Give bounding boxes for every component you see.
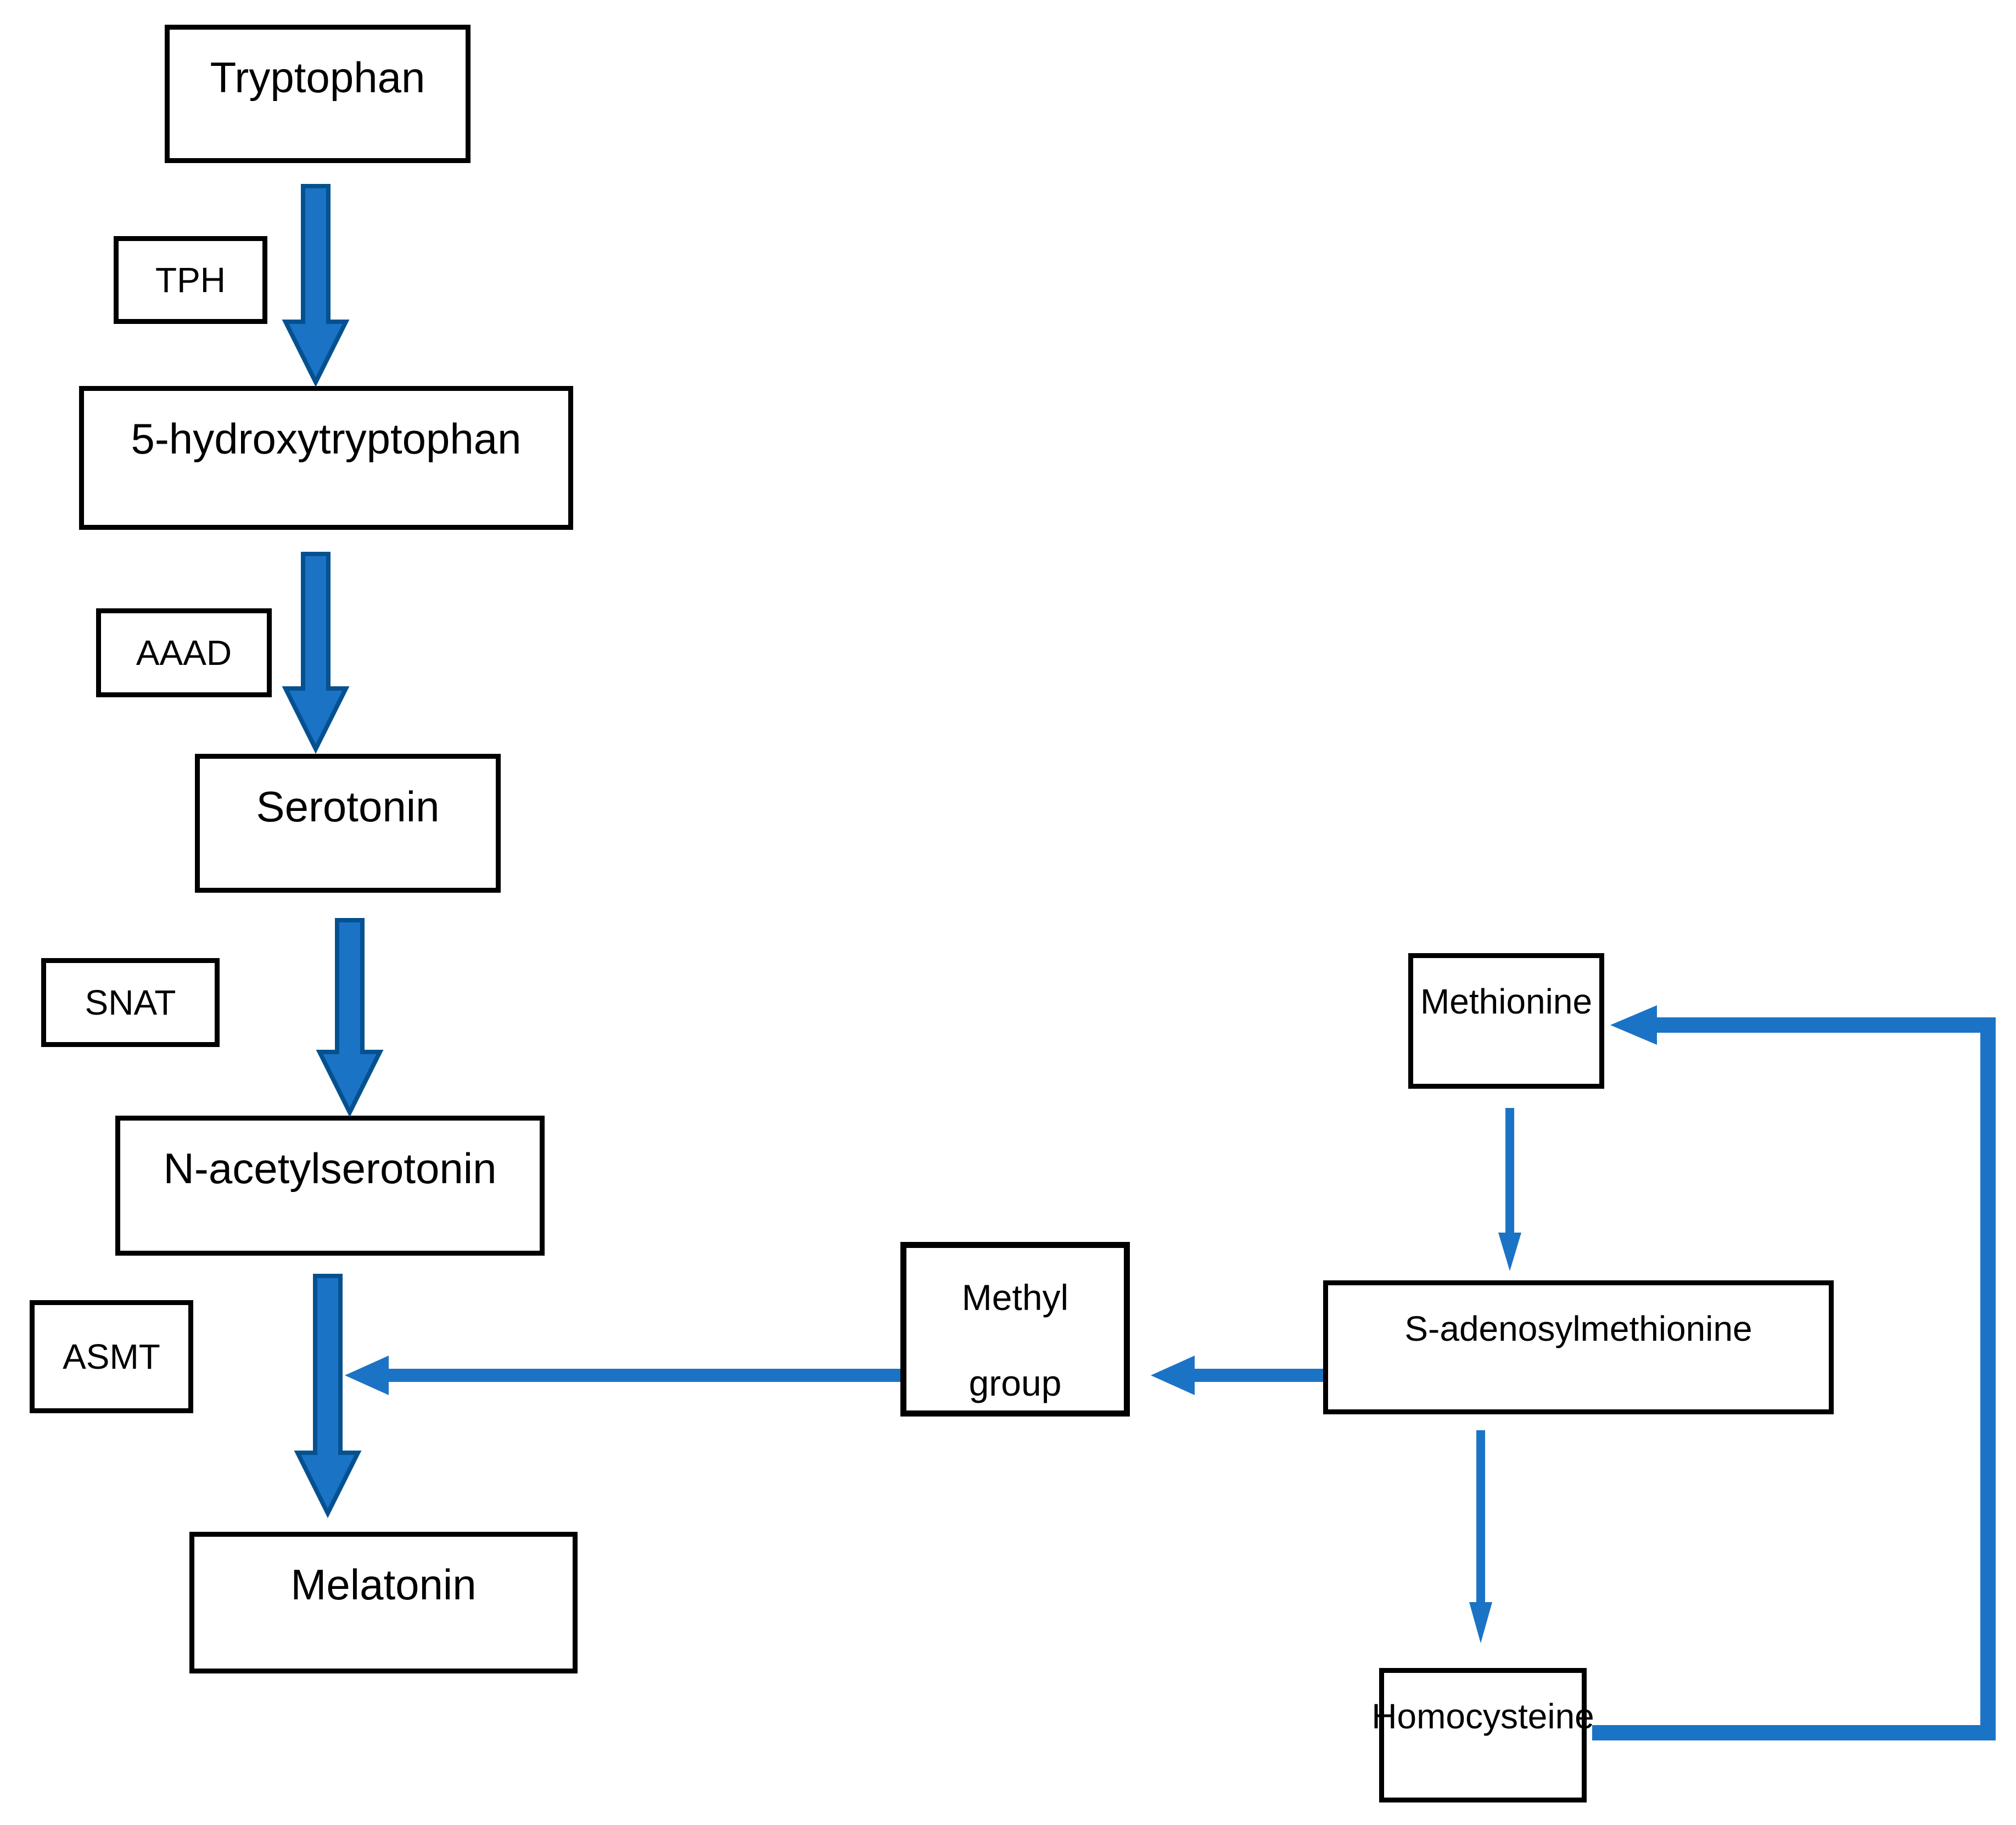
node-label-serotonin: Serotonin [256,782,440,831]
node-box-n-acetylserotonin: N-acetylserotonin [115,1116,545,1256]
enzyme-box-aaad: AAAD [96,608,272,697]
5htp-to-serotonin-arrow [282,552,350,754]
homocysteine-to-methionine-loop-arrow [1592,999,2016,1751]
node-box-methionine: Methionine [1408,953,1604,1089]
serotonin-to-n-acetylserotonin-arrow [316,918,384,1117]
node-box-tryptophan: Tryptophan [165,25,471,163]
node-box-methyl-group: Methyl group [900,1242,1130,1417]
sam-to-methyl-group-arrow [1149,1353,1324,1397]
enzyme-label-snat: SNAT [85,983,176,1022]
methionine-to-sam-arrow [1498,1108,1522,1274]
n-acetylserotonin-to-melatonin-arrow [294,1274,362,1518]
enzyme-label-aaad: AAAD [136,633,232,673]
enzyme-box-snat: SNAT [41,958,220,1047]
node-label-methyl-group-line1: Methyl [961,1277,1069,1318]
node-label-homocysteine: Homocysteine [1371,1697,1594,1736]
node-label-s-adenosylmethionine: S-adenosylmethionine [1404,1309,1752,1348]
node-box-serotonin: Serotonin [195,754,501,893]
enzyme-label-asmt: ASMT [63,1337,160,1376]
node-box-melatonin: Melatonin [189,1532,578,1673]
node-label-n-acetylserotonin: N-acetylserotonin [163,1144,497,1193]
node-box-homocysteine: Homocysteine [1371,1668,1594,1802]
enzyme-label-tph: TPH [155,260,226,300]
node-label-methyl-group-line2: group [968,1363,1062,1403]
enzyme-box-asmt: ASMT [30,1300,193,1413]
node-box-5-hydroxytryptophan: 5-hydroxytryptophan [79,386,573,530]
sam-to-homocysteine-arrow [1469,1430,1493,1644]
node-box-s-adenosylmethionine: S-adenosylmethionine [1323,1280,1834,1414]
node-label-5-hydroxytryptophan: 5-hydroxytryptophan [131,415,522,463]
node-label-methionine: Methionine [1420,982,1593,1021]
enzyme-box-tph: TPH [114,236,267,324]
methyl-group-to-melatonin-arrow [343,1353,903,1397]
node-label-tryptophan: Tryptophan [210,53,425,102]
node-label-melatonin: Melatonin [290,1560,477,1609]
tryptophan-to-5htp-arrow [282,184,350,387]
